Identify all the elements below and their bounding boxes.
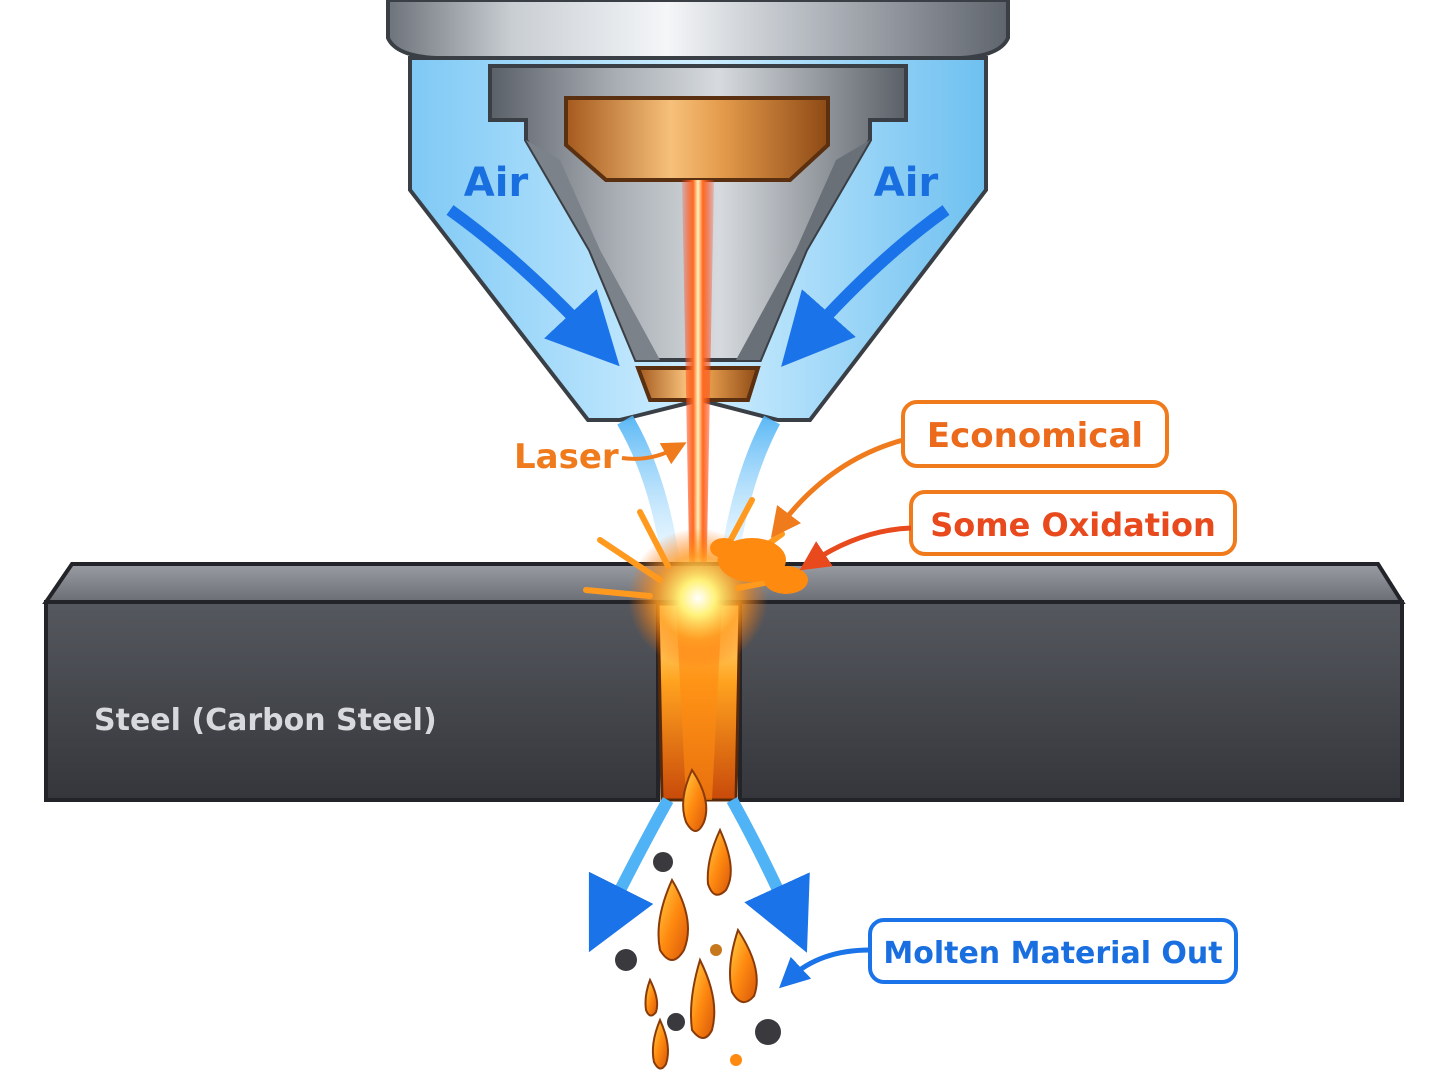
- label-molten-out: Molten Material Out: [883, 936, 1222, 971]
- droplet-icon: [682, 767, 708, 832]
- arrow-molten: [779, 947, 871, 989]
- steel-plate: [42, 562, 1406, 802]
- callout-economical-box: [901, 400, 1169, 468]
- label-material: Steel (Carbon Steel): [94, 703, 437, 738]
- spark-splash: [710, 538, 808, 594]
- arrow-economical: [770, 437, 904, 538]
- label-some-oxidation: Some Oxidation: [930, 506, 1216, 544]
- arrow-down-icon: [446, 205, 620, 367]
- droplet-icon: [657, 877, 689, 961]
- label-economical: Economical: [927, 416, 1143, 456]
- droplet-icon: [651, 1017, 669, 1070]
- arrow-laser: [621, 442, 687, 465]
- molten-drops: [615, 767, 781, 1070]
- arrow-down-icon: [781, 205, 950, 367]
- air-flow-right: [781, 205, 950, 367]
- air-exit-left: [588, 797, 674, 953]
- droplet-icon: [644, 977, 659, 1017]
- air-exit-right: [726, 797, 810, 953]
- air-flow-left: [446, 205, 620, 367]
- callout-oxidation-box: [909, 490, 1237, 556]
- droplet-icon: [690, 957, 716, 1039]
- label-air-left: Air: [464, 160, 529, 206]
- droplet-icon: [706, 827, 732, 896]
- arrow-oxidation: [799, 525, 912, 571]
- label-air-right: Air: [874, 160, 939, 206]
- laser-beam: [682, 180, 714, 600]
- label-laser: Laser: [514, 437, 619, 477]
- droplet-icon: [729, 927, 758, 1003]
